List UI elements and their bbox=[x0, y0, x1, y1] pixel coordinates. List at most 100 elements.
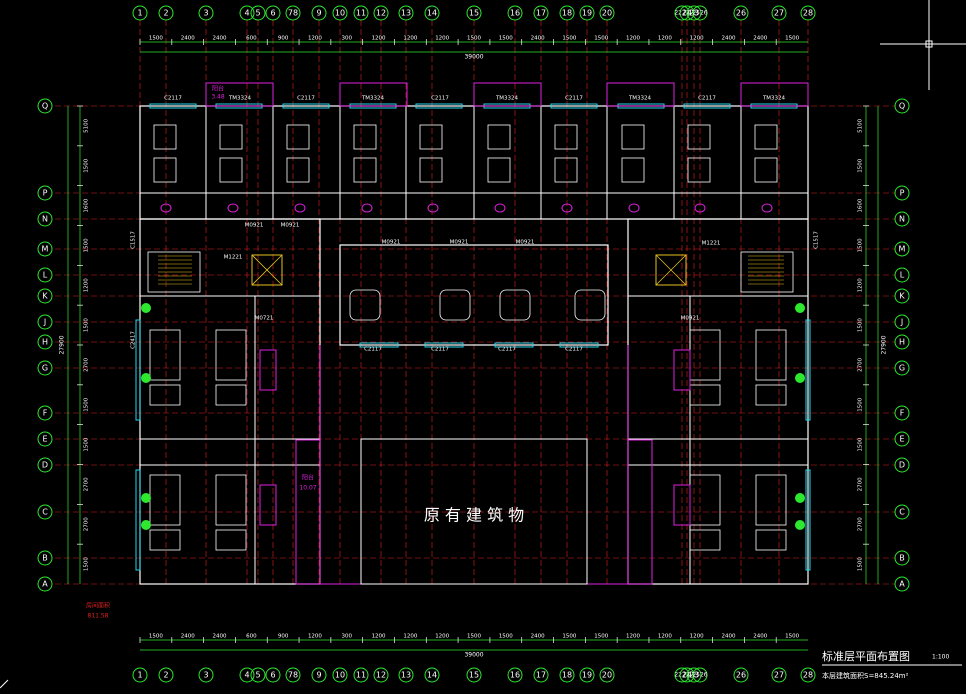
dim-value: 2700 bbox=[84, 477, 90, 491]
dim-value: 600 bbox=[246, 634, 257, 640]
dim-value: 300 bbox=[342, 36, 353, 42]
axis-label: 5 bbox=[255, 671, 260, 680]
dim-value: 2400 bbox=[721, 36, 735, 42]
window bbox=[135, 319, 141, 421]
axis-label: D bbox=[42, 461, 48, 470]
door-tag: M1221 bbox=[224, 255, 243, 261]
bed bbox=[219, 124, 243, 150]
dim-value: 1200 bbox=[626, 634, 640, 640]
door-tag: M0921 bbox=[681, 316, 700, 322]
washbasin bbox=[673, 349, 691, 391]
axis-label: 16 bbox=[510, 671, 520, 680]
dim-value: 2400 bbox=[531, 634, 545, 640]
dim-value: 1500 bbox=[499, 634, 513, 640]
dim-value: 2400 bbox=[721, 634, 735, 640]
axis-bubble bbox=[37, 288, 53, 304]
axis-bubble bbox=[37, 241, 53, 257]
dim-total: 39000 bbox=[464, 652, 483, 659]
elevator-shaft bbox=[251, 254, 283, 286]
bed bbox=[215, 474, 247, 526]
central-block-outline bbox=[339, 244, 609, 346]
bed bbox=[755, 384, 787, 406]
balcony bbox=[473, 82, 542, 107]
dim-value: 5100 bbox=[84, 118, 90, 132]
axis-label: 20 bbox=[602, 671, 612, 680]
bed bbox=[689, 529, 721, 551]
axis-label: 10 bbox=[335, 9, 345, 18]
dim-value: 2700 bbox=[858, 517, 864, 531]
axis-label: Q bbox=[899, 102, 905, 111]
dim-value: 2400 bbox=[181, 634, 195, 640]
axis-label: F bbox=[900, 409, 905, 418]
axis-label: 24 bbox=[682, 671, 692, 680]
axis-label: 78 bbox=[288, 9, 298, 18]
axis-bubble bbox=[466, 667, 482, 683]
dim-value: 1200 bbox=[372, 634, 386, 640]
bed bbox=[153, 124, 177, 150]
door-tag: C2117 bbox=[565, 347, 583, 353]
balcony bbox=[606, 82, 675, 107]
plant bbox=[795, 493, 805, 503]
bed bbox=[219, 157, 243, 183]
door-tag: M1221 bbox=[702, 241, 721, 247]
bed bbox=[215, 384, 247, 406]
axis-label: 2222 bbox=[674, 10, 689, 17]
axis-label: 17 bbox=[536, 9, 546, 18]
axis-bubble bbox=[37, 360, 53, 376]
window-tag: C2117 bbox=[297, 96, 315, 102]
axis-label: 13 bbox=[401, 671, 411, 680]
dim-value: 1500 bbox=[858, 437, 864, 451]
axis-label: G bbox=[42, 364, 48, 373]
axis-bubble bbox=[599, 5, 615, 21]
axis-label: 78 bbox=[288, 671, 298, 680]
axis-bubble bbox=[37, 334, 53, 350]
axis-bubble bbox=[332, 5, 348, 21]
sanitary-fixtures bbox=[160, 203, 773, 526]
axis-label: E bbox=[42, 435, 47, 444]
axis-label: C bbox=[899, 508, 905, 517]
axis-bubble bbox=[466, 5, 482, 21]
bed bbox=[554, 124, 578, 150]
axis-label: 15 bbox=[469, 9, 479, 18]
axis-label: 26 bbox=[736, 9, 746, 18]
dim-value: 1200 bbox=[308, 36, 322, 42]
axis-bubble bbox=[265, 667, 281, 683]
axis-bubble bbox=[599, 667, 615, 683]
dim-total: 39000 bbox=[464, 54, 483, 61]
axis-bubble bbox=[37, 431, 53, 447]
axis-label: 19 bbox=[582, 671, 592, 680]
axis-bubble bbox=[894, 504, 910, 520]
window bbox=[805, 469, 811, 571]
window bbox=[415, 103, 463, 109]
window-tag: TM3324 bbox=[762, 96, 786, 102]
axis-label: 2526 bbox=[692, 672, 707, 679]
axis-label: M bbox=[899, 245, 906, 254]
axis-label: M bbox=[42, 245, 49, 254]
axis-label: 19 bbox=[582, 9, 592, 18]
dim-value: 1200 bbox=[690, 634, 704, 640]
toilet bbox=[361, 203, 373, 213]
window bbox=[149, 103, 197, 109]
axis-bubble bbox=[37, 185, 53, 201]
axis-bubble bbox=[674, 667, 690, 683]
window bbox=[282, 103, 330, 109]
axis-label: A bbox=[42, 580, 48, 589]
door-tag: M0921 bbox=[516, 240, 535, 246]
toilet bbox=[294, 203, 306, 213]
axis-label: 14 bbox=[427, 671, 437, 680]
bed bbox=[215, 329, 247, 381]
dim-value: 300 bbox=[342, 634, 353, 640]
axis-bubble bbox=[353, 5, 369, 21]
axis-label: B bbox=[899, 554, 905, 563]
crosshair-box bbox=[925, 40, 933, 48]
axis-label: K bbox=[899, 292, 905, 301]
axis-label: E bbox=[899, 435, 904, 444]
dim-value: 1200 bbox=[658, 36, 672, 42]
window bbox=[559, 342, 599, 348]
balcony-area: 10.07 bbox=[299, 485, 316, 492]
axis-label: 3 bbox=[203, 671, 208, 680]
dim-value: 1200 bbox=[84, 278, 90, 292]
window bbox=[135, 469, 141, 571]
